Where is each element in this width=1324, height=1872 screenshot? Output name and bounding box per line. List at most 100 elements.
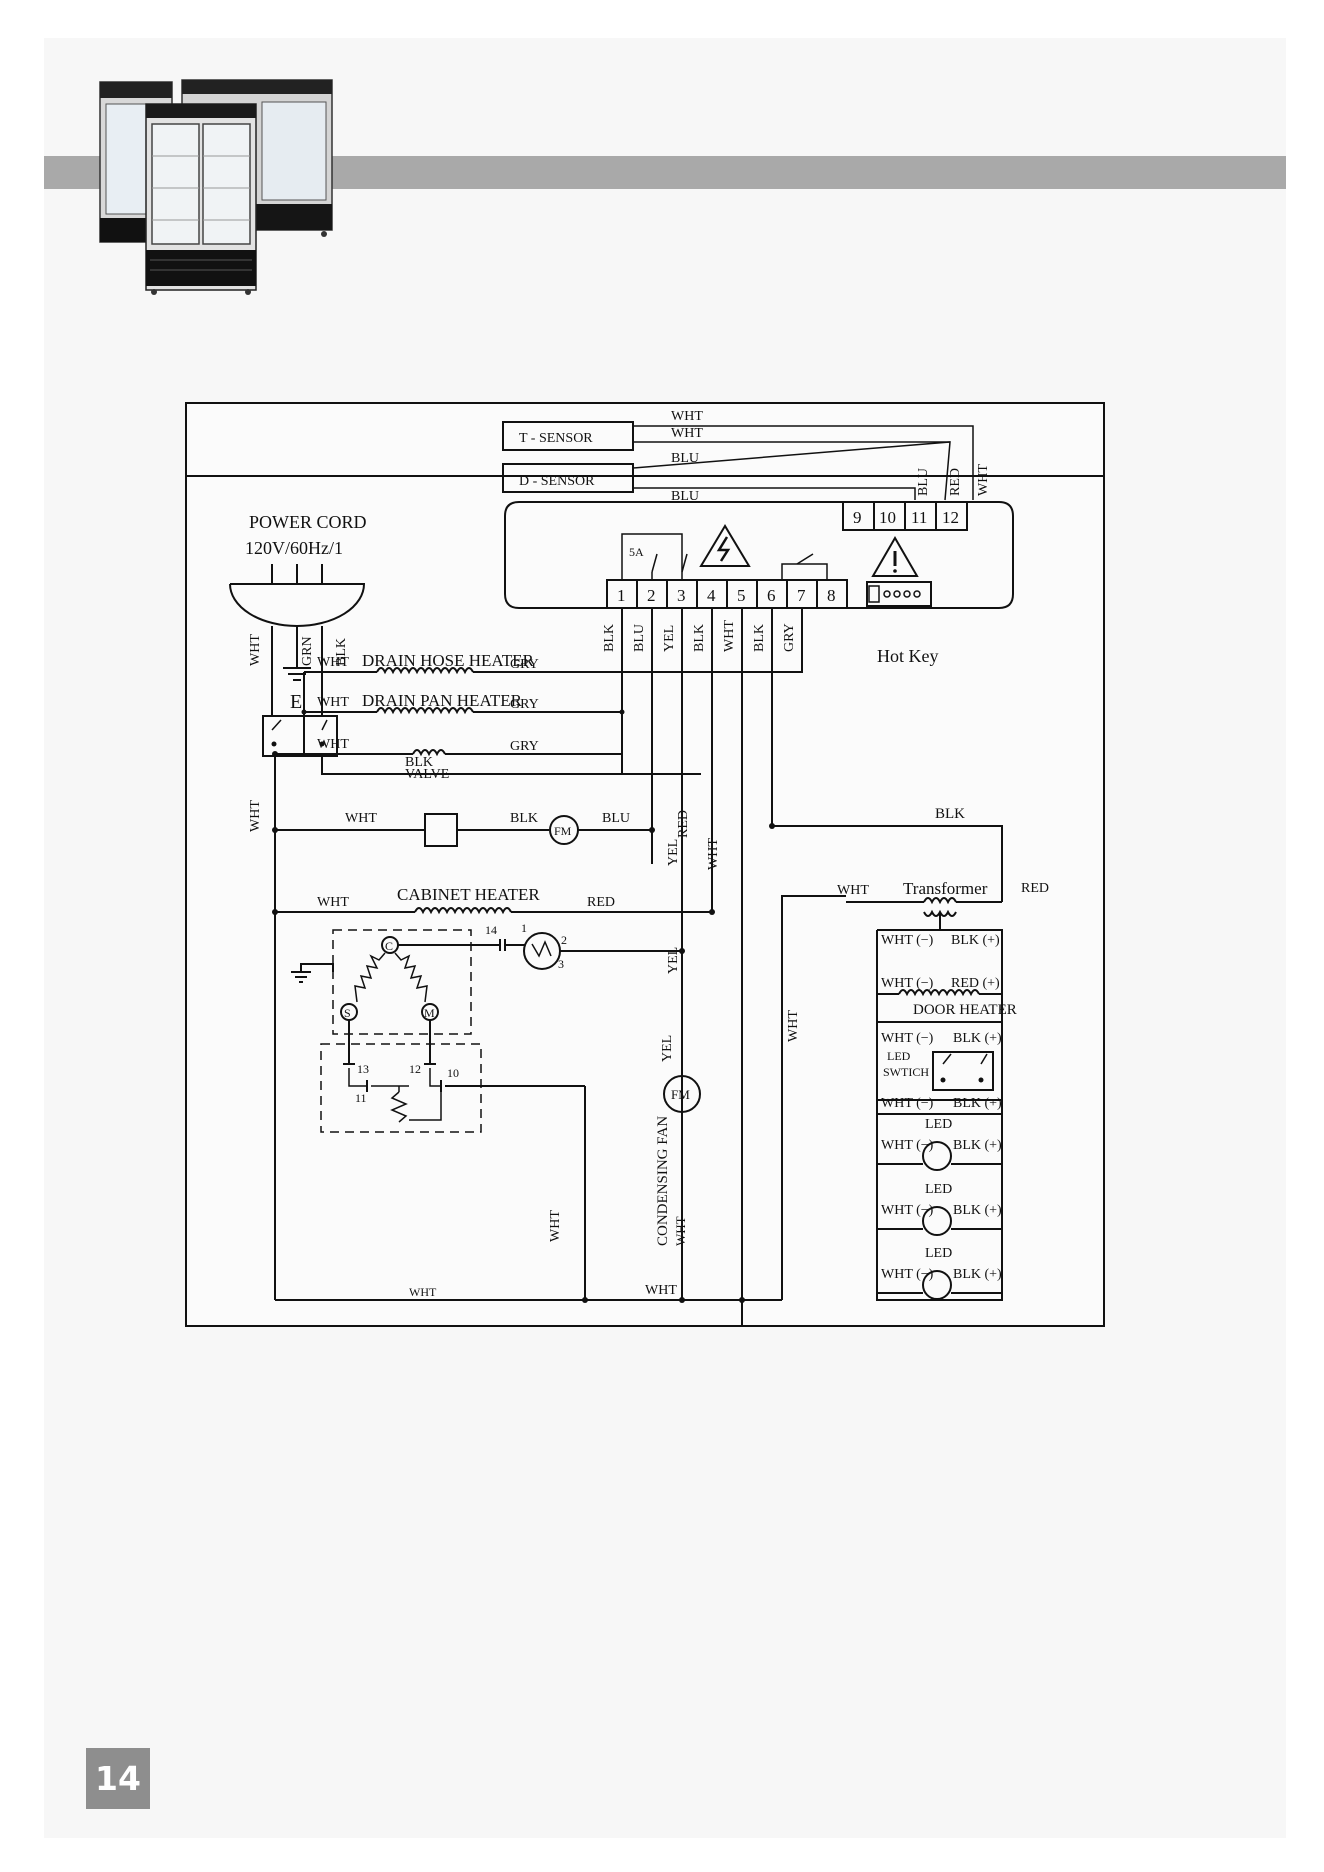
d-sensor-label: D - SENSOR xyxy=(519,474,595,489)
pin-2-label: 2 xyxy=(561,933,567,947)
wire-label-wht-neg: WHT (−) xyxy=(881,1031,934,1046)
ground-symbol xyxy=(283,667,311,681)
wire-label-wht: WHT xyxy=(248,800,263,832)
terminal-10: 10 xyxy=(879,508,896,527)
hot-key-port xyxy=(866,581,932,607)
ptc-element xyxy=(390,1091,408,1123)
pin-1-label: 1 xyxy=(521,921,527,935)
start-winding xyxy=(354,952,386,1003)
terminal-5: 5 xyxy=(737,586,746,605)
wire-label-grn: GRN xyxy=(300,636,315,666)
compressor-common-label: C xyxy=(385,939,393,953)
led-1-label: LED xyxy=(925,1117,952,1132)
wire-label-blk-pos: BLK (+) xyxy=(953,1096,1002,1111)
door-heater-label: DOOR HEATER xyxy=(913,1002,1017,1018)
fridge-front xyxy=(145,103,257,295)
terminal-12: 12 xyxy=(942,508,959,527)
power-cord-label: POWER CORD xyxy=(249,512,367,532)
pin-12-label: 12 xyxy=(409,1062,421,1076)
ground-label: E xyxy=(290,691,302,713)
compressor-ground xyxy=(291,971,311,983)
pin-13-label: 13 xyxy=(357,1062,369,1076)
wire-label-red-pos: RED (+) xyxy=(951,976,1000,991)
t-sensor-label: T - SENSOR xyxy=(519,431,593,446)
wire-label-red: RED xyxy=(1021,881,1049,896)
led-switch-label-1: LED xyxy=(887,1049,911,1063)
wire-label-blk: BLK xyxy=(405,755,433,770)
wire-label-wht: WHT xyxy=(976,464,991,496)
wire-label-blk-pos: BLK (+) xyxy=(951,933,1000,948)
diagram-title-bar xyxy=(187,404,1103,477)
lower-terminal-block: 1 2 3 4 5 6 7 8 xyxy=(606,579,848,609)
terminal-1: 1 xyxy=(617,586,626,605)
pin-11-label: 11 xyxy=(355,1091,367,1105)
pin-10-label: 10 xyxy=(447,1066,459,1080)
terminal-3: 3 xyxy=(677,586,686,605)
wire-label-wht: WHT xyxy=(671,409,703,424)
cabinet-heater-label: CABINET HEATER xyxy=(397,885,540,904)
power-rating-label: 120V/60Hz/1 xyxy=(245,538,343,558)
wire-label-blk: BLK xyxy=(935,806,965,822)
wire-label-blu: BLU xyxy=(602,811,630,826)
wire-label-wht-neg: WHT (−) xyxy=(881,1267,934,1282)
terminal-2: 2 xyxy=(647,586,656,605)
t-sensor xyxy=(502,421,634,451)
drain-pan-heater-label: DRAIN PAN HEATER xyxy=(362,691,523,710)
compressor-housing xyxy=(332,929,472,1035)
high-voltage-warning-icon xyxy=(699,524,751,567)
cabinet-heater-coil xyxy=(414,907,512,915)
terminal-8: 8 xyxy=(827,586,836,605)
wire-label-yel: YEL xyxy=(666,839,681,866)
wire-label-wht: WHT xyxy=(409,1285,437,1299)
terminal-4: 4 xyxy=(707,586,716,605)
wire-label-red: RED xyxy=(948,468,963,496)
wire-label-wht: WHT xyxy=(317,695,349,710)
wire-label-wht-neg: WHT (−) xyxy=(881,1203,934,1218)
wire-label-red: RED xyxy=(676,810,691,838)
wire-label-wht: WHT xyxy=(317,737,349,752)
fan-switch xyxy=(424,813,458,847)
pin-14-label: 14 xyxy=(485,923,497,937)
terminal-wire-label: BLU xyxy=(632,624,647,652)
wire-label-wht: WHT xyxy=(786,1010,801,1042)
upper-terminal-block: 9 10 11 12 xyxy=(842,501,968,531)
terminal-9: 9 xyxy=(853,508,862,527)
compressor-start-label: S xyxy=(344,1006,351,1020)
pin-3-label: 3 xyxy=(558,957,564,971)
wire-label-wht: WHT xyxy=(671,426,703,441)
led-1 xyxy=(922,1141,952,1171)
wire-label-blk-pos: BLK (+) xyxy=(953,1203,1002,1218)
hot-key-label: Hot Key xyxy=(877,646,939,666)
wiring-diagram-frame: POWER CORD 120V/60Hz/1 WHT GRN BLK E WHT… xyxy=(185,402,1105,1327)
wire-label-blu: BLU xyxy=(916,468,931,496)
led-2 xyxy=(922,1206,952,1236)
wire-label-red: RED xyxy=(587,895,615,910)
transformer-label: Transformer xyxy=(903,879,988,898)
wire-label-wht-neg: WHT (−) xyxy=(881,933,934,948)
terminal-6: 6 xyxy=(767,586,776,605)
condensing-fan-label: CONDENSING FAN xyxy=(655,1116,671,1246)
terminal-wire-label: BLK xyxy=(752,624,767,652)
terminal-wire-label: YEL xyxy=(662,625,677,652)
wire-label-wht: WHT xyxy=(248,634,263,666)
fuse-rating-label: 5A xyxy=(629,545,644,559)
led-2-label: LED xyxy=(925,1182,952,1197)
wire-label-wht-neg: WHT (−) xyxy=(881,1138,934,1153)
drain-hose-heater-label: DRAIN HOSE HEATER xyxy=(362,651,535,670)
terminal-wire-label: GRY xyxy=(782,623,797,652)
wire-label-blu: BLU xyxy=(671,451,699,466)
run-winding xyxy=(394,952,428,1003)
terminal-wire-label: WHT xyxy=(722,620,737,652)
overload-protector xyxy=(523,932,561,970)
wire-label-wht: WHT xyxy=(706,838,721,870)
led-switch-label-2: SWTICH xyxy=(883,1065,929,1079)
wire-label-wht-neg: WHT (−) xyxy=(881,976,934,991)
wire-label-wht: WHT xyxy=(548,1210,563,1242)
transformer-primary xyxy=(923,897,957,905)
terminal-7: 7 xyxy=(797,586,806,605)
led-switch xyxy=(932,1051,994,1091)
terminal-wire-label: BLK xyxy=(602,624,617,652)
valve-label: VALVE xyxy=(405,767,449,782)
wire-label-blk-pos: BLK (+) xyxy=(953,1267,1002,1282)
controller-body xyxy=(504,501,1014,609)
